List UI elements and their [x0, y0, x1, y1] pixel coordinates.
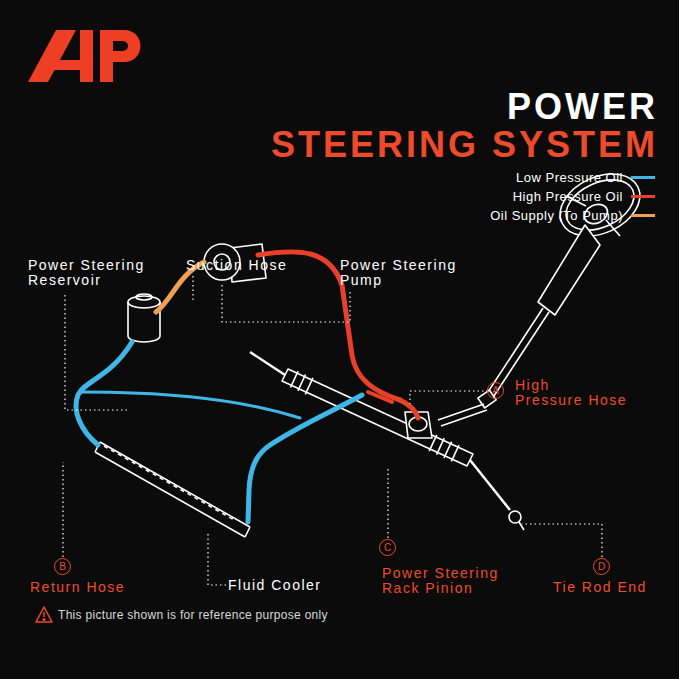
column-housing: [538, 225, 600, 315]
leader-line: [62, 462, 63, 557]
reservoir-top: [128, 296, 160, 308]
hoses: [76, 252, 418, 522]
part-label: Return Hose: [30, 580, 170, 595]
warning-triangle: [36, 607, 52, 622]
legend-swatch: [631, 214, 655, 217]
leader-line: [208, 534, 226, 585]
fluid-cooler: [95, 442, 250, 537]
legend-text: Oil Supply (To Pump): [490, 208, 623, 223]
tie-rod-stud: [519, 522, 524, 530]
logo-p: [100, 30, 141, 82]
callout-letter: D: [593, 558, 610, 575]
callout-letter: A: [487, 382, 504, 399]
part-label: Suction Hose: [186, 258, 336, 273]
leader-lines: [63, 276, 602, 585]
warning-dot: [43, 619, 45, 621]
intermediate-shaft: [438, 404, 487, 426]
legend-text: Low Pressure Oil: [516, 170, 623, 185]
legend-swatch: [631, 176, 655, 179]
legend-row: Oil Supply (To Pump): [395, 206, 655, 225]
parts: [95, 162, 650, 537]
tie-rod-end: [509, 511, 521, 523]
leader-line: [410, 391, 488, 404]
return-hose: [248, 395, 362, 522]
legend: Low Pressure OilHigh Pressure OilOil Sup…: [395, 168, 655, 225]
tie-rod: [250, 352, 285, 375]
callout-letter: C: [379, 539, 396, 556]
rack-boot: [429, 435, 459, 462]
part-label: Tie Rod End: [553, 580, 673, 595]
part-label: Power Steering Reservoir: [28, 258, 163, 288]
warning-icon: [36, 607, 52, 622]
rack-boot: [291, 371, 313, 394]
part-label: Power Steering Rack Pinion: [382, 566, 512, 596]
high-pressure-line: [368, 392, 392, 402]
reservoir-cap: [136, 294, 152, 300]
leader-line: [387, 468, 388, 538]
warning-mark: [43, 612, 45, 617]
leader-line: [522, 524, 602, 557]
leader-line: [192, 276, 193, 300]
cooler-fins: [104, 446, 236, 521]
leader-line: [222, 282, 350, 322]
legend-row: Low Pressure Oil: [395, 168, 655, 187]
callout-letter: B: [54, 558, 71, 575]
legend-text: High Pressure Oil: [513, 189, 623, 204]
part-label: High Pressure Hose: [515, 378, 655, 408]
legend-swatch: [631, 195, 655, 198]
high-pressure-hose: [400, 400, 418, 418]
logo: [28, 30, 141, 82]
rack-body: [282, 369, 473, 466]
disclaimer-note: This picture shown is for reference purp…: [58, 608, 328, 622]
part-label: Fluid Cooler: [228, 578, 368, 593]
part-label: Power Steering Pump: [340, 258, 475, 288]
logo-leg: [80, 30, 93, 82]
return-line: [80, 392, 300, 418]
legend-row: High Pressure Oil: [395, 187, 655, 206]
tie-rod: [470, 460, 510, 510]
logo-stroke: [28, 30, 76, 82]
title: POWER STEERING SYSTEM: [250, 88, 658, 164]
leader-line: [65, 295, 128, 410]
